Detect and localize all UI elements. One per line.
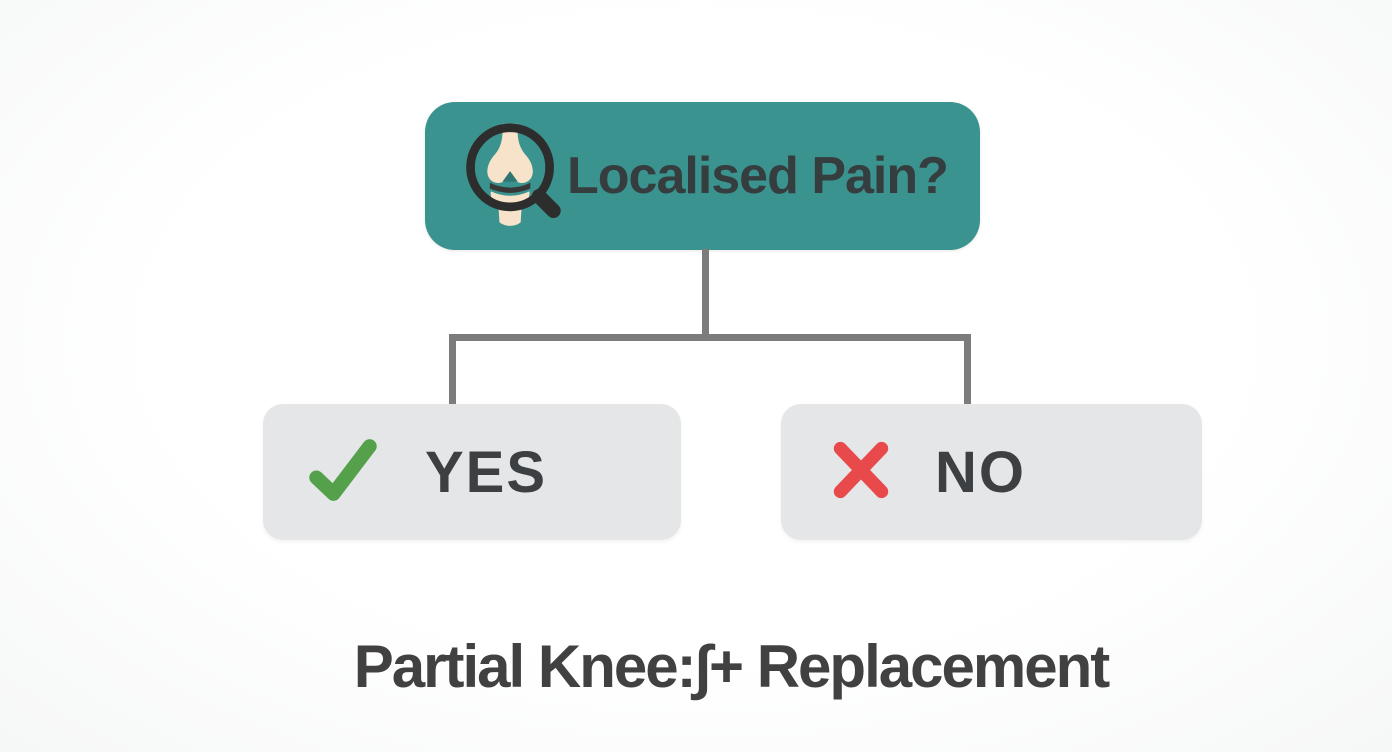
branch-label-no: NO: [935, 439, 1026, 505]
connector-drop-no: [964, 334, 971, 406]
check-icon: [305, 432, 381, 513]
caption-partial-knee-replacement: Partial Knee:∫+ Replacement: [353, 633, 1110, 700]
decision-node-localised-pain: Localised Pain?: [425, 102, 980, 250]
connector-drop-yes: [449, 334, 456, 406]
branch-node-yes: YES: [263, 404, 681, 540]
knee-joint-magnifier-icon: [458, 122, 566, 230]
branch-label-yes: YES: [425, 439, 548, 505]
branch-node-no: NO: [781, 404, 1202, 540]
decision-node-label: Localised Pain?: [567, 147, 949, 205]
x-icon: [831, 439, 891, 506]
connector-horizontal-bar: [449, 334, 971, 341]
connector-stem: [702, 249, 709, 341]
